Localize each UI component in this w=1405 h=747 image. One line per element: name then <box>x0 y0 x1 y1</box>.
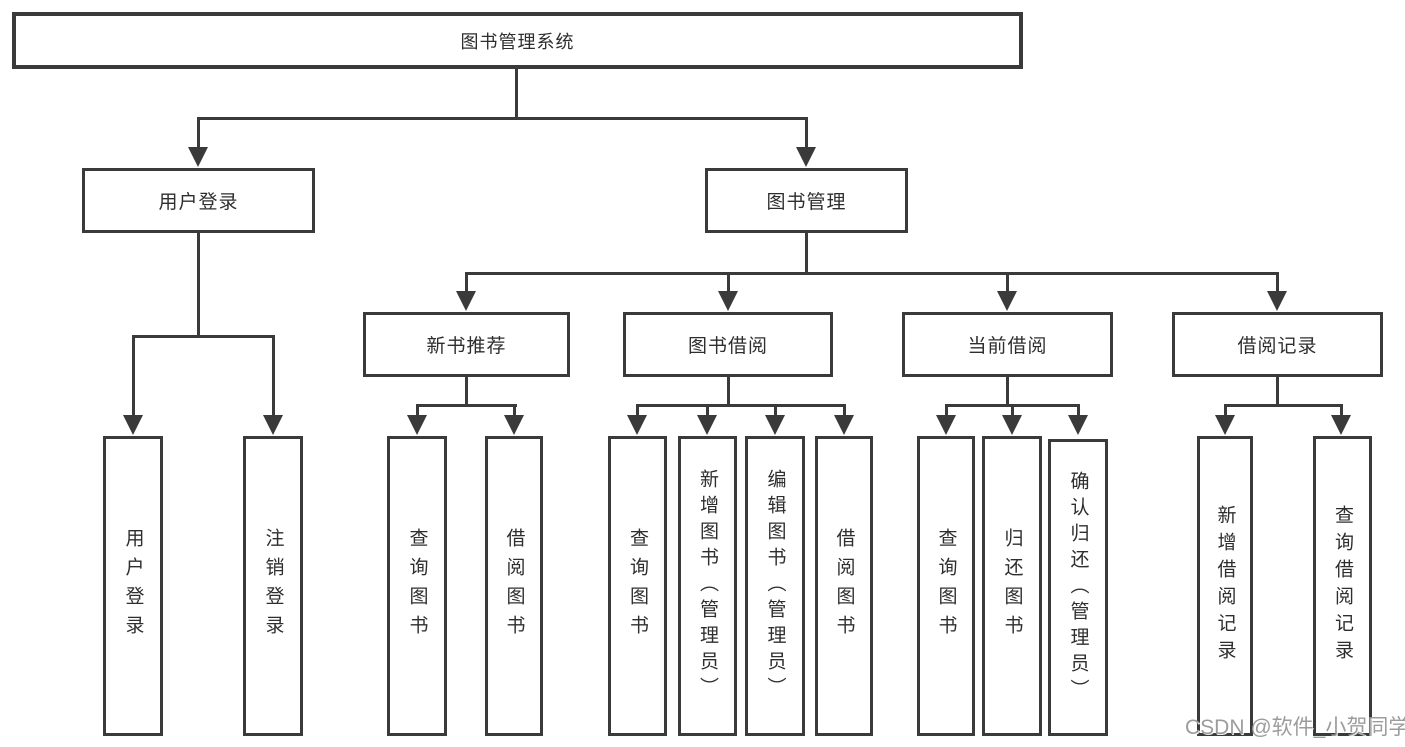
leaf-edit-book-admin: 编辑图书（管理员） <box>745 436 805 736</box>
arrowhead-down <box>765 415 785 435</box>
arrowhead-down <box>796 147 816 167</box>
connector-line <box>513 404 516 418</box>
connector-line <box>515 66 518 119</box>
leaf-label: 新增借阅记录 <box>1214 505 1236 667</box>
leaf-label: 注销登录 <box>262 528 284 644</box>
leaf-label: 确认归还（管理员） <box>1067 470 1089 705</box>
leaf-label: 查询图书 <box>627 528 648 644</box>
leaf-add-book-admin: 新增图书（管理员） <box>678 436 737 736</box>
arrowhead-down <box>697 415 717 435</box>
connector-line <box>805 117 808 151</box>
connector-line <box>636 404 846 407</box>
connector-line <box>1276 377 1279 407</box>
leaf-borrow-books-recommend: 借阅图书 <box>485 436 543 736</box>
connector-line <box>1224 404 1227 418</box>
leaf-confirm-return-admin: 确认归还（管理员） <box>1048 439 1108 736</box>
leaf-borrow-books: 借阅图书 <box>815 436 873 736</box>
leaf-query-borrow-record: 查询借阅记录 <box>1313 436 1372 736</box>
leaf-label: 新增图书（管理员） <box>697 469 718 703</box>
leaf-label: 用户登录 <box>122 528 144 644</box>
connector-line <box>197 117 808 120</box>
connector-line <box>132 335 275 338</box>
connector-line <box>774 404 777 418</box>
node-label: 图书管理 <box>766 192 847 213</box>
leaf-label: 借阅图书 <box>833 528 855 644</box>
connector-line <box>727 272 730 296</box>
arrowhead-down <box>123 415 143 435</box>
arrowhead-down <box>504 415 524 435</box>
node-label: 图书借阅 <box>687 336 768 357</box>
leaf-label: 编辑图书（管理员） <box>764 469 786 703</box>
arrowhead-down <box>263 415 283 435</box>
leaf-logout: 注销登录 <box>243 436 303 736</box>
arrowhead-down <box>718 291 738 311</box>
connector-line <box>727 377 730 407</box>
arrowhead-down <box>627 415 647 435</box>
node-label: 新书推荐 <box>426 336 507 357</box>
arrowhead-down <box>407 415 427 435</box>
connector-line <box>1340 404 1343 418</box>
arrowhead-down <box>456 291 476 311</box>
node-book-borrowing: 图书借阅 <box>623 312 833 377</box>
node-label: 借阅记录 <box>1237 336 1318 357</box>
leaf-label: 借阅图书 <box>503 528 525 644</box>
connector-line <box>1077 404 1080 418</box>
arrowhead-down <box>188 147 208 167</box>
arrowhead-down <box>936 415 956 435</box>
node-book-management: 图书管理 <box>705 168 908 233</box>
arrowhead-down <box>1331 415 1351 435</box>
connector-line <box>1006 272 1009 296</box>
csdn-watermark: CSDN @软件_小贺同学 <box>1185 716 1405 739</box>
connector-line <box>465 272 1279 275</box>
arrowhead-down <box>1068 415 1088 435</box>
connector-line <box>465 377 468 407</box>
leaf-query-books-recommend: 查询图书 <box>387 436 447 736</box>
leaf-label: 查询图书 <box>935 528 957 644</box>
connector-line <box>416 404 419 418</box>
connector-line <box>706 404 709 418</box>
connector-line <box>1276 272 1279 296</box>
connector-line <box>416 404 517 407</box>
connector-line <box>272 335 275 418</box>
connector-line <box>1224 404 1343 407</box>
leaf-query-books-current: 查询图书 <box>917 436 975 736</box>
node-new-book-recommendation: 新书推荐 <box>363 312 570 377</box>
connector-line <box>636 404 639 418</box>
node-library-management-system: 图书管理系统 <box>12 12 1023 69</box>
node-user-login: 用户登录 <box>82 168 315 233</box>
connector-line <box>843 404 846 418</box>
leaf-user-login: 用户登录 <box>103 436 163 736</box>
arrowhead-down <box>834 415 854 435</box>
node-label: 图书管理系统 <box>460 31 575 52</box>
connector-line <box>945 404 948 418</box>
connector-line <box>465 272 468 296</box>
leaf-label: 查询图书 <box>406 528 428 644</box>
leaf-label: 查询借阅记录 <box>1332 505 1353 667</box>
node-label: 当前借阅 <box>967 336 1048 357</box>
leaf-query-books-borrow: 查询图书 <box>608 436 667 736</box>
node-label: 用户登录 <box>158 192 239 213</box>
leaf-add-borrow-record: 新增借阅记录 <box>1197 436 1253 736</box>
arrowhead-down <box>1215 415 1235 435</box>
connector-line <box>1011 404 1014 418</box>
leaf-label: 归还图书 <box>1001 528 1023 644</box>
leaf-return-book: 归还图书 <box>982 436 1042 736</box>
connector-line <box>805 233 808 275</box>
connector-line <box>1006 377 1009 407</box>
connector-line <box>132 335 135 418</box>
connector-line <box>197 233 200 338</box>
arrowhead-down <box>997 291 1017 311</box>
arrowhead-down <box>1002 415 1022 435</box>
connector-line <box>197 117 200 151</box>
node-borrowing-records: 借阅记录 <box>1172 312 1383 377</box>
node-current-borrowing: 当前借阅 <box>902 312 1113 377</box>
arrowhead-down <box>1267 291 1287 311</box>
